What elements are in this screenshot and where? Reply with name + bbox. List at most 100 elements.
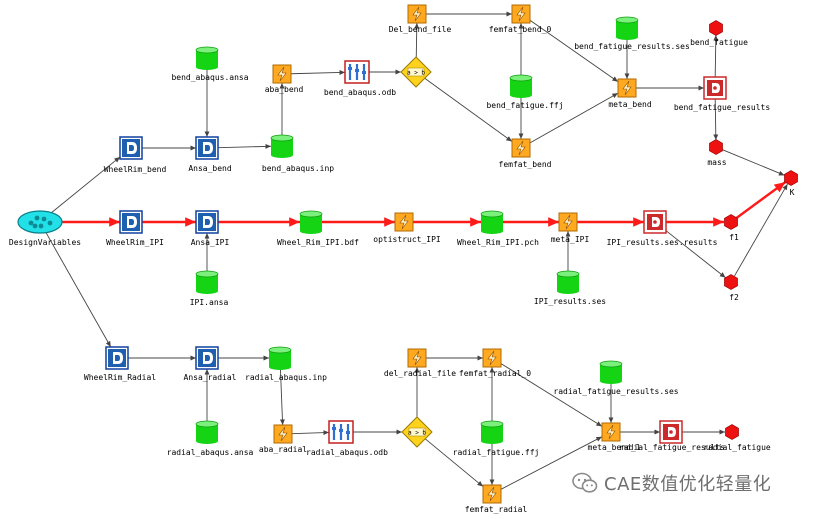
node-IPI_ansa[interactable]: IPI.ansa (190, 270, 229, 307)
node-label: bend_fatigue (690, 38, 748, 47)
node-bend_fatigue_results_ses[interactable]: bend_fatigue_results.ses (574, 16, 690, 51)
node-label: radial_fatigue_results.ses (553, 387, 678, 396)
node-label: Wheel_Rim_IPI.bdf (277, 238, 359, 247)
node-Ansa_bend[interactable]: Ansa_bend (188, 136, 232, 173)
node-label: K (790, 188, 795, 197)
node-label: bend_abaqus.inp (262, 164, 334, 173)
node-radial_switch[interactable]: a > b (401, 416, 433, 448)
edge-femfat_radial-to-meta_bend_radial (500, 436, 603, 490)
node-label: bend_fatigue_results.ses (574, 42, 690, 51)
node-mass[interactable]: mass (707, 139, 727, 168)
node-label: Ansa_radial (184, 373, 237, 382)
node-label: femfat_bend_0 (489, 25, 552, 34)
node-del_radial_file[interactable]: del_radial_file (384, 348, 456, 378)
node-label: radial_abaqus.odb (306, 448, 388, 457)
edge-bend_switch-to-Del_bend_file (414, 22, 420, 58)
edge-radial_switch-to-femfat_radial (424, 438, 484, 487)
node-f2[interactable]: f2 (724, 274, 739, 303)
node-radial_fatigue_results[interactable]: radial_fatigue_results (619, 420, 725, 452)
node-WheelRim_bend[interactable]: WheelRim_bend (104, 136, 167, 174)
edge-bend_fatigue_results-to-bend_fatigue (713, 34, 719, 78)
edge-radial_abaqus_inp-to-aba_radial (279, 368, 285, 426)
node-label: f2 (729, 293, 739, 302)
node-f1[interactable]: f1 (724, 214, 739, 243)
node-label: optistruct_IPI (373, 235, 441, 244)
edge-IPI_results-to-f2 (665, 230, 726, 279)
node-label: WheelRim_IPI (106, 238, 164, 247)
node-label: bend_fatigue.ffj (486, 101, 563, 110)
node-label: f1 (729, 233, 739, 242)
node-label: IPI.ansa (190, 298, 229, 307)
node-optistruct_IPI[interactable]: optistruct_IPI (373, 212, 441, 244)
nodes-layer: DesignVariables WheelRim_bendWheelRim_IPI… (9, 4, 798, 514)
node-label: meta_bend (608, 100, 652, 109)
node-radial_fatigue_results_ses[interactable]: radial_fatigue_results.ses (553, 360, 679, 396)
node-DesignVariables[interactable]: DesignVariables (9, 210, 81, 247)
node-label: meta_IPI (551, 235, 590, 244)
node-Ansa_IPI[interactable]: Ansa_IPI (191, 210, 230, 247)
node-label: radial_fatigue.ffj (453, 448, 540, 457)
edge-f1-to-K (735, 181, 787, 219)
edge-aba_radial-to-radial_abaqus_odb (291, 430, 330, 436)
node-K[interactable]: K (784, 170, 798, 198)
node-label: bend_abaqus.odb (324, 88, 396, 97)
node-label: femfat_bend (499, 160, 552, 169)
node-Del_bend_file[interactable]: Del_bend_file (389, 4, 452, 34)
node-WheelRim_Radial[interactable]: WheelRim_Radial (84, 346, 156, 382)
node-label: bend_fatigue_results (674, 103, 771, 112)
node-label: aba_radial (259, 445, 307, 454)
node-label: DesignVariables (9, 238, 81, 247)
edge-Ansa_bend-to-bend_abaqus_inp (217, 143, 272, 149)
node-label: radial_fatigue (703, 443, 771, 452)
node-bend_fatigue_ffj[interactable]: bend_fatigue.ffj (486, 74, 564, 110)
switch-expression: a > b (408, 430, 426, 437)
node-label: femfat_radial (465, 505, 528, 514)
node-bend_abaqus_odb[interactable]: bend_abaqus.odb (324, 60, 396, 97)
node-radial_abaqus_ansa[interactable]: radial_abaqus.ansa (167, 420, 254, 457)
node-bend_fatigue[interactable]: bend_fatigue (690, 20, 748, 48)
node-Wheel_Rim_IPI_bdf[interactable]: Wheel_Rim_IPI.bdf (277, 210, 359, 247)
node-aba_radial[interactable]: aba_radial (259, 424, 307, 454)
node-radial_fatigue_ffj[interactable]: radial_fatigue.ffj (453, 420, 540, 457)
node-radial_abaqus_odb[interactable]: radial_abaqus.odb (306, 420, 388, 457)
node-Ansa_radial[interactable]: Ansa_radial (184, 346, 237, 382)
edge-femfat_radial_0-to-meta_bend_radial (500, 363, 603, 427)
node-label: WheelRim_bend (104, 165, 167, 174)
node-meta_IPI[interactable]: meta_IPI (551, 212, 590, 244)
node-bend_fatigue_results[interactable]: bend_fatigue_results (674, 76, 771, 112)
node-Wheel_Rim_IPI_pch[interactable]: Wheel_Rim_IPI.pch (457, 210, 539, 247)
node-IPI_results_ses[interactable]: IPI_results.ses (534, 270, 606, 306)
edge-f2-to-K (734, 183, 788, 277)
node-label: radial_fatigue_results (619, 443, 725, 452)
node-meta_bend_radial[interactable]: meta_bend_1 (588, 422, 641, 452)
watermark: CAE数值优化轻量化 (572, 470, 771, 496)
node-WheelRim_IPI[interactable]: WheelRim_IPI (106, 210, 164, 247)
wechat-icon (572, 472, 598, 493)
node-femfat_radial_0[interactable]: femfat_radial_0 (459, 348, 531, 378)
edge-aba_bend-to-bend_abaqus_odb (290, 69, 346, 75)
node-label: radial_abaqus.ansa (167, 448, 254, 457)
node-label: aba_bend (265, 85, 304, 94)
edges-layer (45, 11, 788, 490)
node-label: femfat_radial_0 (459, 369, 531, 378)
switch-expression: a > b (407, 70, 425, 77)
edge-bend_fatigue_results-to-mass (713, 98, 719, 141)
node-bend_switch[interactable]: a > b (400, 56, 432, 88)
node-femfat_radial[interactable]: femfat_radial (465, 484, 528, 514)
node-label: del_radial_file (384, 369, 456, 378)
node-femfat_bend_0[interactable]: femfat_bend_0 (489, 4, 552, 34)
edge-DesignVariables-to-WheelRim_Radial (45, 232, 112, 348)
node-radial_fatigue[interactable]: radial_fatigue (703, 424, 771, 453)
node-label: Del_bend_file (389, 25, 452, 34)
node-meta_bend[interactable]: meta_bend (608, 78, 652, 109)
node-aba_bend[interactable]: aba_bend (265, 64, 304, 94)
node-IPI_results[interactable]: IPI_results.ses.results (607, 210, 718, 247)
node-label: bend_abaqus.ansa (171, 73, 248, 82)
edge-mass-to-K (722, 149, 785, 176)
node-radial_abaqus_inp[interactable]: radial_abaqus.inp (245, 346, 327, 382)
node-bend_abaqus_inp[interactable]: bend_abaqus.inp (262, 134, 334, 173)
node-bend_abaqus_ansa[interactable]: bend_abaqus.ansa (171, 46, 249, 82)
node-label: Ansa_bend (188, 164, 232, 173)
node-femfat_bend[interactable]: femfat_bend (499, 138, 552, 169)
